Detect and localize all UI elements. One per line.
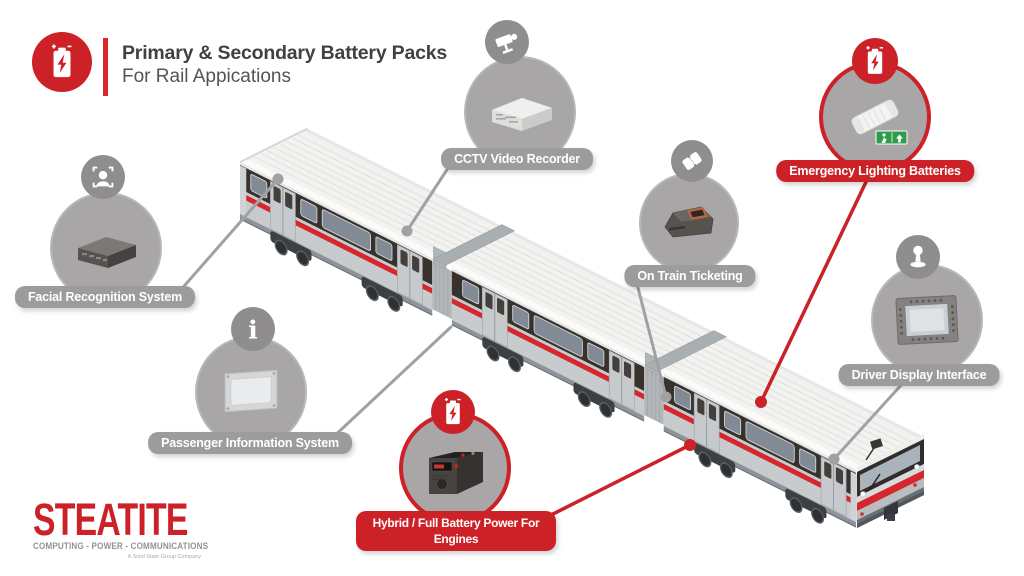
traction-battery-image [429, 451, 483, 494]
connector-hybrid [547, 443, 692, 518]
label-hybrid-line1: Hybrid / Full Battery Power For [372, 516, 540, 530]
label-facial-recognition: Facial Recognition System [14, 286, 196, 308]
connector-dot-hybrid [684, 439, 696, 451]
facial-node-circle [50, 192, 162, 304]
passenger-node-mini-circle: i [231, 307, 275, 351]
logo-tagline: COMPUTING - POWER - COMMUNICATIONS [33, 541, 209, 552]
logo-wordmark: STEATITE [33, 494, 188, 545]
emergency-node-mini-circle [852, 38, 898, 84]
steatite-logo: STEATITE COMPUTING - POWER - COMMUNICATI… [33, 494, 209, 560]
svg-text:i: i [248, 314, 258, 344]
brand-battery-badge [32, 32, 92, 92]
connector-dot-ticketing [660, 391, 672, 403]
ticket-validator-image [664, 206, 714, 238]
passenger-display-image [224, 369, 278, 413]
connector-passenger [328, 325, 453, 442]
emergency-light-image [851, 99, 908, 145]
cctv-node-mini-circle [485, 20, 529, 64]
connector-facial [176, 177, 280, 295]
train-roof [240, 128, 924, 471]
cctv-camera-icon [495, 33, 518, 54]
driver-node-mini-circle [896, 235, 940, 279]
ticket-icon [682, 152, 702, 170]
hybrid-node-circle [399, 412, 511, 524]
label-hybrid-line2: Engines [433, 532, 479, 547]
page-subtitle: For Rail Appications [122, 66, 291, 87]
battery-icon [866, 46, 883, 74]
driver-node-circle [871, 264, 983, 376]
battery-icon [51, 44, 72, 78]
train-illustration [240, 127, 924, 541]
connector-dot-cctv [401, 225, 413, 237]
label-hybrid-battery-power: Hybrid / Full Battery Power For Engines [356, 511, 556, 552]
facial-node-mini-circle [81, 155, 125, 199]
battery-icon [444, 397, 461, 425]
hybrid-node-mini-circle [431, 390, 475, 434]
connector-dot-facial [272, 173, 284, 185]
train-cab-pillar [850, 471, 857, 522]
ticketing-node-circle [639, 173, 739, 273]
exit-sign [875, 130, 908, 145]
joystick-icon [910, 245, 926, 268]
passenger-node-circle [195, 336, 307, 448]
header-divider [103, 38, 108, 96]
connector-cctv [405, 160, 454, 233]
face-scan-icon [92, 166, 114, 188]
driver-display-image [895, 295, 959, 345]
connector-ticketing [635, 282, 668, 399]
label-driver-display: Driver Display Interface [838, 364, 1000, 386]
facial-server-image [78, 237, 136, 268]
cab-mirror [865, 438, 883, 461]
cctv-recorder-image [491, 97, 553, 131]
connector-dot-driver [828, 453, 840, 465]
train-cab-front [857, 434, 924, 528]
connector-driver [832, 381, 905, 461]
label-cctv-video-recorder: CCTV Video Recorder [441, 148, 593, 170]
label-on-train-ticketing: On Train Ticketing [624, 265, 756, 287]
label-emergency-lighting: Emergency Lighting Batteries [776, 160, 974, 182]
connector-emergency [759, 180, 868, 404]
ticketing-node-mini-circle [671, 140, 713, 182]
connector-dot-emergency [755, 396, 767, 408]
info-icon: i [248, 314, 258, 344]
connector-lines [176, 160, 905, 518]
page-title: Primary & Secondary Battery Packs [122, 42, 448, 64]
logo-subtext: A Solid State Group Company [127, 554, 201, 560]
train-rear-pillar [240, 165, 247, 217]
label-passenger-information: Passenger Information System [148, 432, 352, 454]
